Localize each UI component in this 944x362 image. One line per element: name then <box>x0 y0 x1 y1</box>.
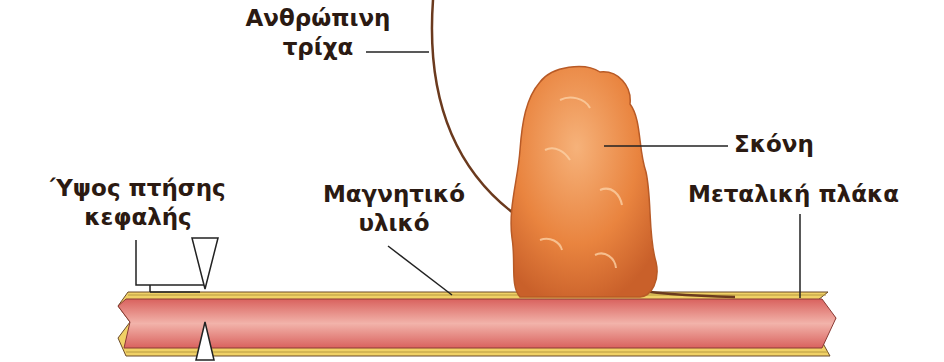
metal-plate-label: Μεταλική πλάκα <box>688 180 899 209</box>
disk-platter <box>118 292 836 356</box>
flying-height-label: Ύψος πτήσης κεφαλής <box>38 174 238 232</box>
dust-particle <box>511 67 657 297</box>
dust-label: Σκόνη <box>734 130 814 159</box>
leader-line <box>366 52 800 298</box>
hair-label: Ανθρώπινη τρίχα <box>226 4 410 62</box>
magnetic-layer-label: Μαγνητικό υλικό <box>306 180 482 238</box>
dust-texture <box>540 98 622 268</box>
read-write-head <box>192 238 218 360</box>
flying-height-leader <box>136 240 204 292</box>
